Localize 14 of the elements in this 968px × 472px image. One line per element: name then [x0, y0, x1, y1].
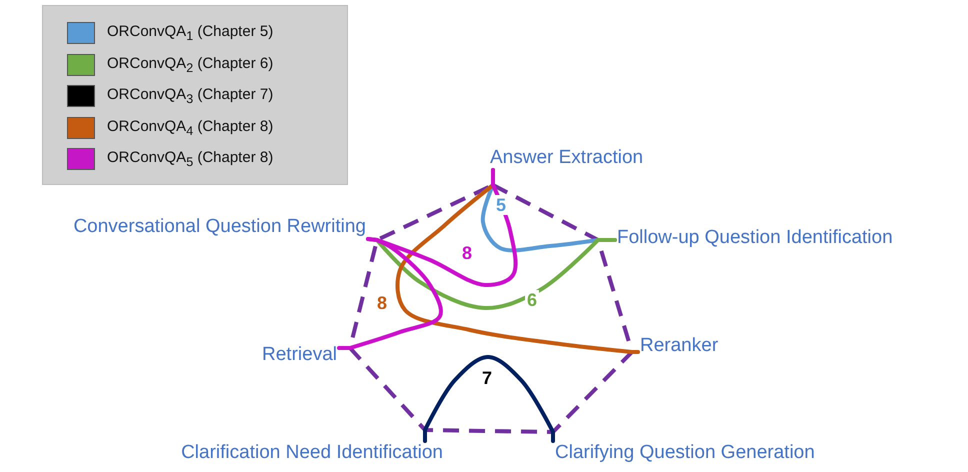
stage-label: Clarifying Question Generation: [553, 441, 817, 465]
legend-label: ORConvQA$_{5}$ (Chapter 8): [107, 149, 274, 169]
legend-label: ORConvQA$_{1}$ (Chapter 5): [107, 23, 274, 43]
legend-label: ORConvQA$_{3}$ (Chapter 7): [107, 86, 274, 106]
legend-label: ORConvQA$_{2}$ (Chapter 6): [107, 54, 274, 74]
curve-connector: [366, 168, 518, 288]
stage-label: Follow-up Question Identification: [615, 226, 895, 250]
stage-label: Clarification Need Identification: [179, 441, 445, 465]
edge-label: 5: [494, 195, 508, 215]
stage-label: Conversational Question Rewriting: [71, 215, 368, 239]
stage-label: Answer Extraction: [488, 146, 646, 170]
stage-label: Reranker: [638, 334, 720, 358]
stage-label: Retrieval: [260, 343, 339, 367]
legend-label: ORConvQA$_{4}$ (Chapter 8): [107, 118, 274, 138]
